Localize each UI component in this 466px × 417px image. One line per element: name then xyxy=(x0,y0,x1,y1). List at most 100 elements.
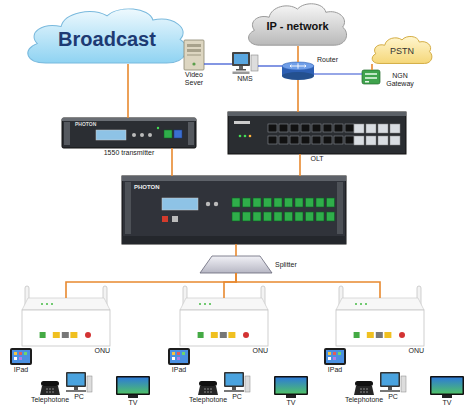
icon-shape xyxy=(285,198,293,207)
icon-shape xyxy=(355,381,373,386)
ip-network-cloud: IP - network xyxy=(245,0,350,46)
icon-shape xyxy=(122,176,346,181)
icon-shape xyxy=(363,391,365,393)
icon-shape xyxy=(239,135,242,138)
icon-shape xyxy=(224,390,244,392)
onu-device: ONU xyxy=(336,298,424,346)
icon-shape xyxy=(233,72,250,75)
node-label: 1550 transmitter xyxy=(104,149,155,157)
icon-shape xyxy=(62,332,69,338)
icon-shape xyxy=(19,352,22,355)
fiber-link xyxy=(235,244,237,256)
node-label: OLT xyxy=(310,155,323,163)
icon-shape xyxy=(236,69,246,71)
icon-shape xyxy=(243,198,251,207)
icon-shape xyxy=(366,388,368,390)
icon-shape xyxy=(66,390,86,392)
icon-shape xyxy=(162,216,168,222)
video-server-icon xyxy=(184,40,204,70)
icon-shape xyxy=(52,391,54,393)
icon-shape xyxy=(390,124,400,133)
icon-shape xyxy=(282,72,314,80)
icon-shape xyxy=(432,378,463,394)
fiber-link xyxy=(299,154,301,176)
icon-shape xyxy=(192,62,195,65)
icon-shape xyxy=(336,298,424,310)
icon-shape xyxy=(264,212,272,221)
icon-shape xyxy=(243,332,249,338)
icon-shape xyxy=(210,391,212,393)
icon-shape xyxy=(125,182,131,234)
node-label: ONU xyxy=(408,347,424,355)
icon-shape xyxy=(52,388,54,390)
onu-device-icon xyxy=(180,298,268,346)
fiber-link xyxy=(66,273,236,298)
icon-shape xyxy=(363,388,365,390)
fiber-link xyxy=(171,148,173,176)
icon-shape xyxy=(66,372,86,387)
fiber-link xyxy=(127,64,129,118)
icon-shape xyxy=(282,62,314,70)
icon-shape xyxy=(172,352,175,355)
icon-shape xyxy=(345,136,354,144)
broadcast-cloud: Broadcast xyxy=(22,4,192,64)
icon-shape xyxy=(207,391,209,393)
icon-shape xyxy=(239,66,243,69)
icon-shape xyxy=(285,212,293,221)
node-label: PC xyxy=(388,393,398,401)
splitter: Splitter xyxy=(200,256,272,273)
icon-shape xyxy=(360,388,362,390)
icon-shape xyxy=(337,182,343,234)
icon-shape xyxy=(365,303,367,305)
icon-shape xyxy=(162,198,198,210)
icon-shape xyxy=(384,332,391,338)
icon-shape xyxy=(279,136,288,144)
icon-shape xyxy=(85,332,91,338)
icon-shape xyxy=(312,136,321,144)
icon-shape xyxy=(49,388,51,390)
icon-shape xyxy=(157,127,159,129)
icon-shape xyxy=(295,212,303,221)
icon-shape xyxy=(198,332,204,338)
icon-shape xyxy=(316,198,324,207)
icon-shape xyxy=(187,49,201,52)
icon-shape xyxy=(41,303,43,305)
icon-shape xyxy=(184,40,204,70)
node-label: IPad xyxy=(172,366,186,374)
node-label: IPad xyxy=(14,366,28,374)
icon-shape xyxy=(172,357,175,360)
tv-icon: TV xyxy=(430,376,464,398)
icon-shape xyxy=(170,350,188,363)
icon-shape xyxy=(10,348,32,365)
icon-shape xyxy=(87,376,92,392)
icon-shape xyxy=(116,376,150,395)
icon-shape xyxy=(366,124,376,133)
tv-icon: TV xyxy=(274,376,308,398)
icon-shape xyxy=(51,303,53,305)
icon-shape xyxy=(276,378,307,394)
icon-shape xyxy=(200,256,272,273)
icon-shape xyxy=(380,390,400,392)
icon-shape xyxy=(264,198,272,207)
node-label: IP - network xyxy=(245,20,350,32)
node-label: PSTN xyxy=(370,47,434,57)
icon-shape xyxy=(140,133,144,137)
icon-shape xyxy=(249,135,252,138)
icon-shape xyxy=(274,212,282,221)
video-server: Video Sever xyxy=(184,40,204,70)
pc-icon: PC xyxy=(224,372,250,392)
icon-shape xyxy=(228,112,406,116)
icon-shape xyxy=(290,136,299,144)
icon-shape xyxy=(401,376,406,392)
icon-shape xyxy=(232,198,240,207)
ngn-gateway: NGN Gateway xyxy=(362,70,380,84)
icon-shape xyxy=(128,395,138,398)
icon-shape xyxy=(365,77,377,79)
icon-shape xyxy=(210,388,212,390)
icon-shape xyxy=(122,176,346,244)
node-label: PC xyxy=(232,393,242,401)
pc-icon-icon xyxy=(66,372,92,392)
icon-shape xyxy=(209,303,211,305)
icon-shape xyxy=(228,112,406,154)
icon-shape xyxy=(62,118,196,121)
